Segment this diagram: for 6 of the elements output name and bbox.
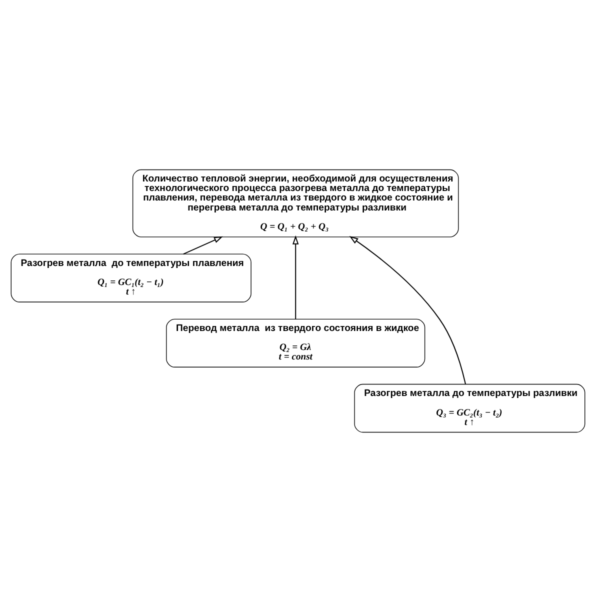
node-box: Разогрев металла до температуры разливки Q₃ = GC₂(t₃ − t₂) t ↑ xyxy=(354,383,586,432)
node-box: Перевод металла из твердого состояния в жидкое Q₂ = Gλ t = const xyxy=(166,318,426,367)
node-box: Разогрев металла до температуры плавления Q₁ = GC₁(t₂ − t₁) t ↑ xyxy=(10,253,252,302)
arrow xyxy=(349,236,466,384)
node-box: Количество тепловой энергии, необходимой для осуществления технологического процесса разогрева металла до температуры плавления, перевода металла из твердого в жидкое состояние и перегрева металла до температуры разливки Q = Q₁ + Q₂ + Q₃ xyxy=(132,168,459,237)
arrow xyxy=(292,234,299,318)
